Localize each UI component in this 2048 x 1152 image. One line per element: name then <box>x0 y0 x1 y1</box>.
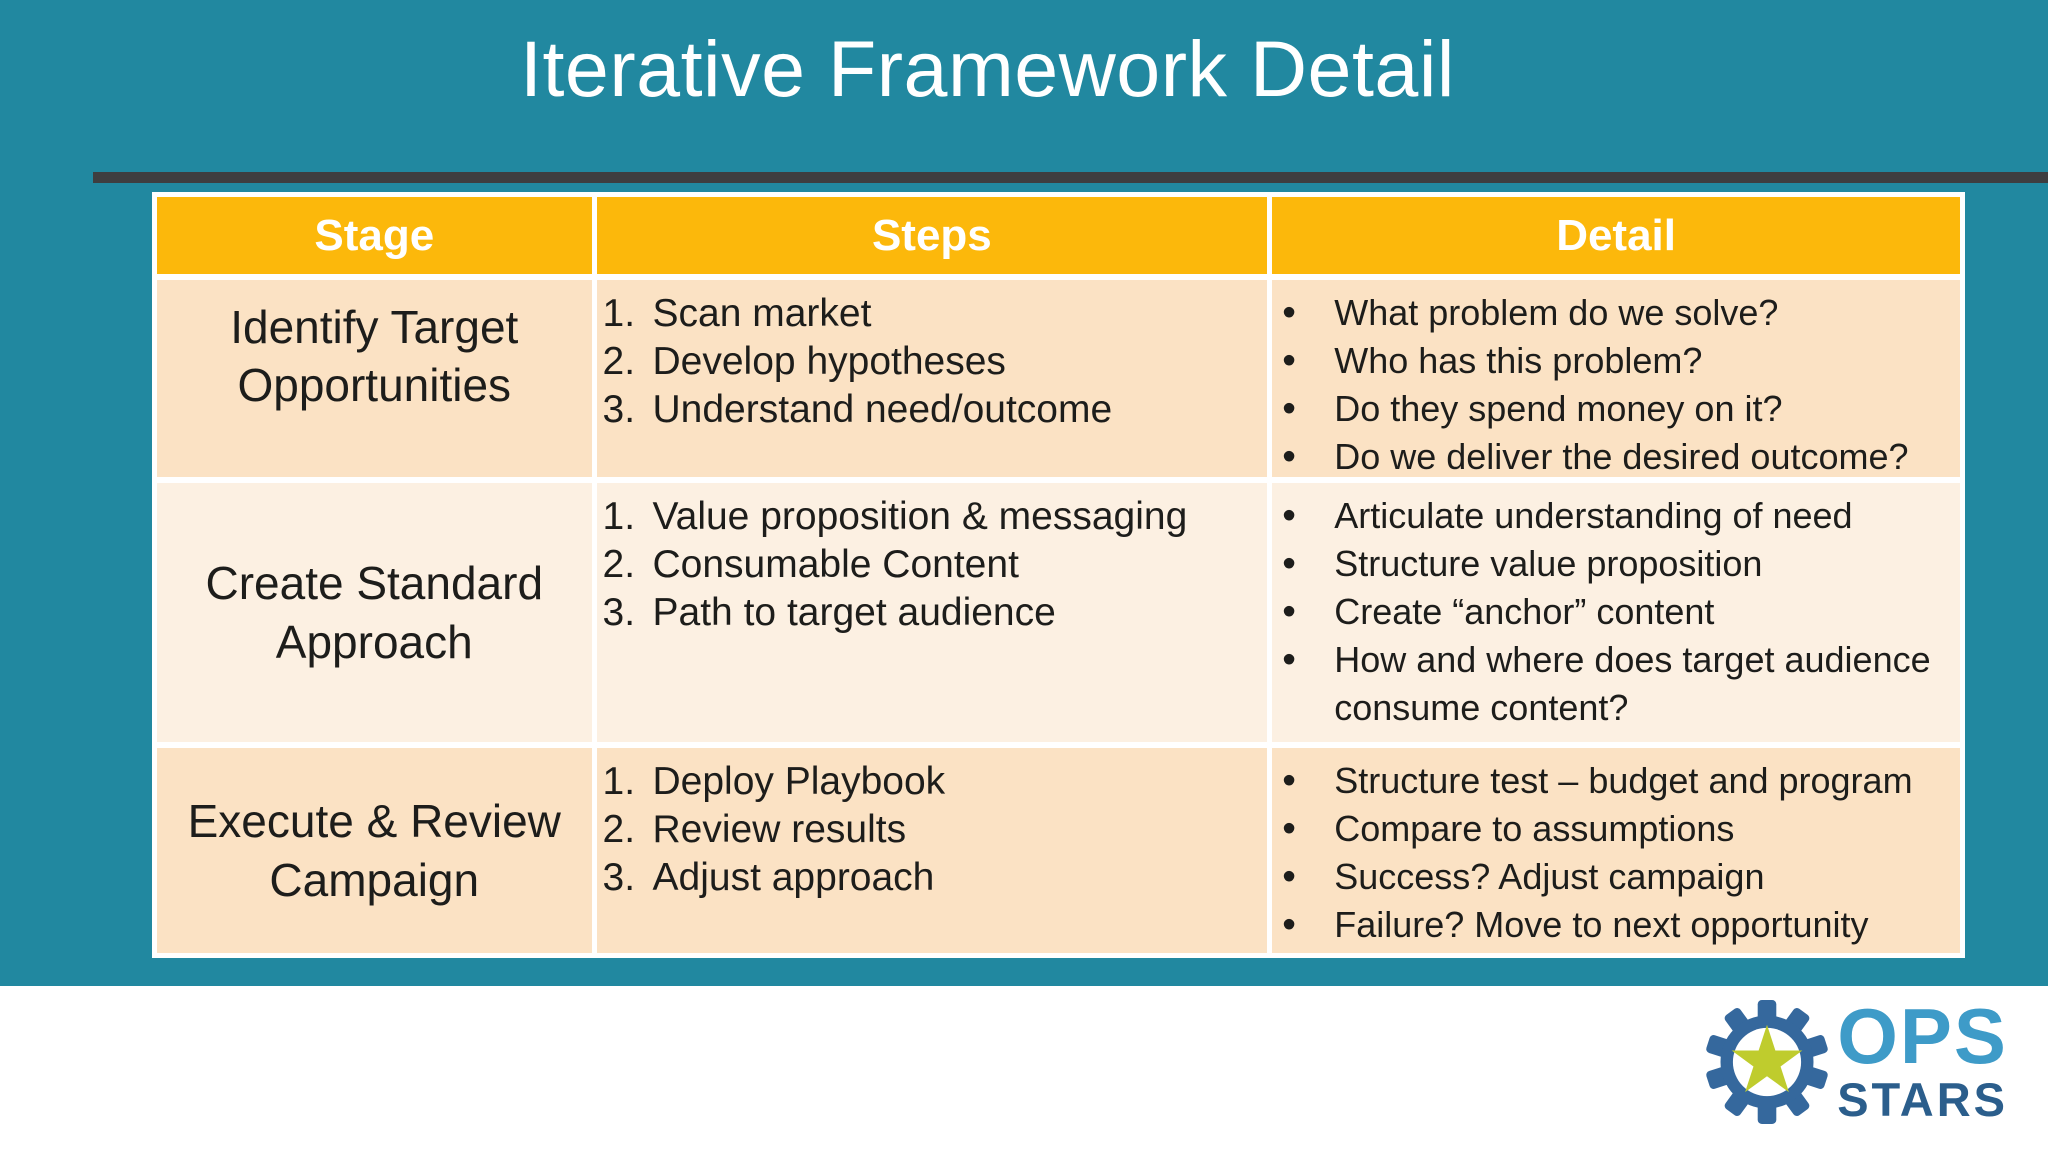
steps-cell: 1. Value proposition & messaging 2. Consuma… <box>596 483 1268 742</box>
detail-text: Who has this problem? <box>1334 340 1703 381</box>
bullet-marker: • <box>1282 339 1296 382</box>
logo-wordmark: OPS STARS <box>1837 992 2008 1126</box>
stage-cell: Execute & Review Campaign <box>157 748 592 953</box>
title-divider <box>93 172 2048 183</box>
detail-text: Do we deliver the desired outcome? <box>1334 436 1909 477</box>
step-number: 3. <box>602 388 636 431</box>
bullet-marker: • <box>1282 387 1296 430</box>
step-number: 1. <box>602 760 636 803</box>
detail-list: • What problem do we solve? • Who has this … <box>1272 289 1952 481</box>
step-text: Understand need/outcome <box>652 388 1113 431</box>
detail-item: • How and where does target audience cons… <box>1272 636 1952 732</box>
bullet-marker: • <box>1282 903 1296 946</box>
step-text: Consumable Content <box>652 543 1019 586</box>
detail-cell: • Articulate understanding of need • Struct… <box>1272 483 1960 742</box>
detail-item: • Do we deliver the desired outcome? <box>1272 433 1952 481</box>
detail-item: • Articulate understanding of need <box>1272 492 1952 540</box>
column-header-stage: Stage <box>157 197 592 274</box>
detail-text: Compare to assumptions <box>1334 808 1735 849</box>
column-header-steps: Steps <box>596 197 1268 274</box>
step-number: 1. <box>602 495 636 538</box>
steps-cell: 1. Scan market 2. Develop hypotheses 3. Under… <box>596 280 1268 477</box>
step-text: Scan market <box>652 292 872 335</box>
step-number: 2. <box>602 340 636 383</box>
bullet-marker: • <box>1282 638 1296 681</box>
logo-text-ops: OPS <box>1837 992 2008 1081</box>
step-item: 3. Understand need/outcome <box>603 386 1260 434</box>
detail-item: • Structure test – budget and program <box>1272 757 1952 805</box>
bullet-marker: • <box>1282 291 1296 334</box>
opsstars-logo: OPS STARS <box>1705 992 2008 1126</box>
detail-item: • Do they spend money on it? <box>1272 385 1952 433</box>
step-text: Path to target audience <box>652 591 1056 634</box>
detail-text: Articulate understanding of need <box>1334 495 1853 536</box>
bullet-marker: • <box>1282 435 1296 478</box>
steps-cell: 1. Deploy Playbook 2. Review results 3. Adjus… <box>596 748 1268 953</box>
bullet-marker: • <box>1282 759 1296 802</box>
gear-star-icon <box>1706 1000 1828 1124</box>
detail-item: • What problem do we solve? <box>1272 289 1952 337</box>
detail-item: • Compare to assumptions <box>1272 805 1952 853</box>
detail-item: • Who has this problem? <box>1272 337 1952 385</box>
stage-cell: Create Standard Approach <box>157 483 592 742</box>
step-text: Value proposition & messaging <box>652 495 1188 538</box>
step-item: 3. Adjust approach <box>603 854 1260 902</box>
bullet-marker: • <box>1282 807 1296 850</box>
detail-text: How and where does target audience consu… <box>1334 639 1931 728</box>
step-item: 3. Path to target audience <box>603 589 1260 637</box>
column-header-detail: Detail <box>1272 197 1960 274</box>
step-number: 3. <box>602 591 636 634</box>
detail-text: What problem do we solve? <box>1334 292 1779 333</box>
step-text: Deploy Playbook <box>652 760 946 803</box>
detail-text: Create “anchor” content <box>1334 591 1715 632</box>
step-item: 1. Deploy Playbook <box>603 758 1260 806</box>
step-item: 1. Value proposition & messaging <box>603 493 1260 541</box>
step-text: Adjust approach <box>652 856 935 899</box>
steps-list: 1. Scan market 2. Develop hypotheses 3. Under… <box>603 290 1260 434</box>
detail-item: • Failure? Move to next opportunity <box>1272 901 1952 949</box>
detail-item: • Success? Adjust campaign <box>1272 853 1952 901</box>
table-header-row: Stage Steps Detail <box>157 197 1960 274</box>
step-number: 2. <box>602 808 636 851</box>
step-item: 2. Review results <box>603 806 1260 854</box>
step-item: 1. Scan market <box>603 290 1260 338</box>
step-item: 2. Consumable Content <box>603 541 1260 589</box>
detail-item: • Structure value proposition <box>1272 540 1952 588</box>
detail-item: • Create “anchor” content <box>1272 588 1952 636</box>
framework-table: Stage Steps Detail Identify Target Oppor… <box>152 192 1965 958</box>
detail-text: Structure value proposition <box>1334 543 1763 584</box>
detail-list: • Articulate understanding of need • Struct… <box>1272 492 1952 732</box>
bullet-marker: • <box>1282 494 1296 537</box>
step-item: 2. Develop hypotheses <box>603 338 1260 386</box>
detail-text: Do they spend money on it? <box>1334 388 1783 429</box>
detail-text: Structure test – budget and program <box>1334 760 1913 801</box>
bullet-marker: • <box>1282 855 1296 898</box>
detail-text: Failure? Move to next opportunity <box>1334 904 1869 945</box>
steps-list: 1. Value proposition & messaging 2. Consuma… <box>603 493 1260 637</box>
stage-cell: Identify Target Opportunities <box>157 280 592 477</box>
detail-list: • Structure test – budget and program • Com… <box>1272 757 1952 949</box>
page-title: Iterative Framework Detail <box>520 24 1455 113</box>
bullet-marker: • <box>1282 590 1296 633</box>
detail-text: Success? Adjust campaign <box>1334 856 1765 897</box>
bullet-marker: • <box>1282 542 1296 585</box>
step-text: Develop hypotheses <box>652 340 1006 383</box>
step-number: 3. <box>602 856 636 899</box>
steps-list: 1. Deploy Playbook 2. Review results 3. Adjus… <box>603 758 1260 902</box>
logo-text-stars: STARS <box>1837 1072 2008 1126</box>
detail-cell: • What problem do we solve? • Who has this … <box>1272 280 1960 478</box>
detail-cell: • Structure test – budget and program • Com… <box>1272 748 1960 953</box>
step-number: 2. <box>602 543 636 586</box>
step-text: Review results <box>652 808 907 851</box>
step-number: 1. <box>602 292 636 335</box>
